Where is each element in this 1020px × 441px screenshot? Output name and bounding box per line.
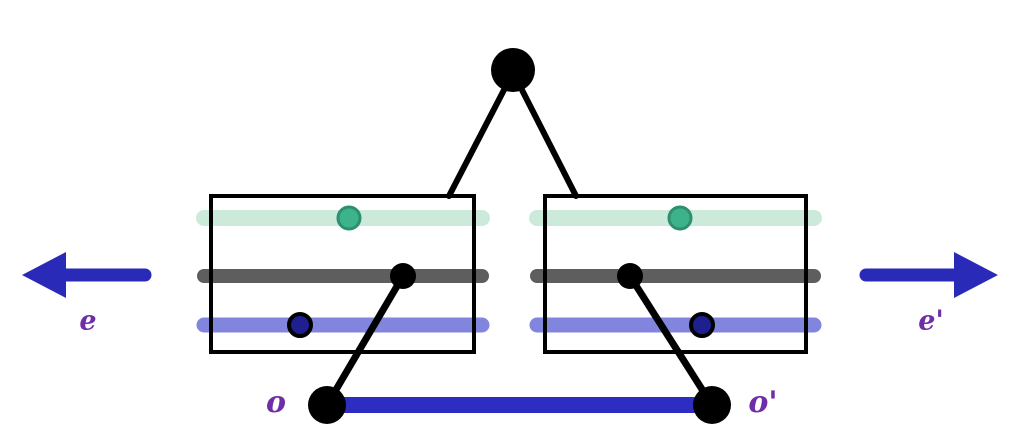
right-observer-label: o' bbox=[748, 385, 777, 420]
left-band-group bbox=[196, 210, 490, 333]
right-green-marker bbox=[667, 205, 693, 231]
edge-source-to-left bbox=[446, 85, 508, 199]
left-direction-arrow bbox=[22, 252, 152, 298]
source-node bbox=[491, 48, 535, 92]
right-band-group bbox=[529, 210, 822, 333]
left-green-marker bbox=[336, 205, 362, 231]
right-observer-node bbox=[693, 386, 731, 424]
right-detection-node bbox=[617, 263, 643, 289]
right-direction-label: e' bbox=[918, 306, 943, 337]
left-arrow-head bbox=[22, 252, 66, 298]
right-navy-marker bbox=[689, 312, 715, 338]
left-observer-label: o bbox=[266, 385, 286, 420]
right-arrow-head bbox=[954, 252, 998, 298]
left-apparatus-box bbox=[209, 194, 476, 354]
left-observer-node bbox=[308, 386, 346, 424]
left-direction-label: e bbox=[79, 306, 96, 337]
edge-source-to-right bbox=[518, 85, 579, 199]
edge-left-detection-to-observer bbox=[323, 272, 407, 409]
right-direction-arrow bbox=[859, 252, 998, 298]
left-detection-node bbox=[390, 263, 416, 289]
edge-right-detection-to-observer bbox=[626, 272, 716, 409]
left-navy-marker bbox=[287, 312, 313, 338]
